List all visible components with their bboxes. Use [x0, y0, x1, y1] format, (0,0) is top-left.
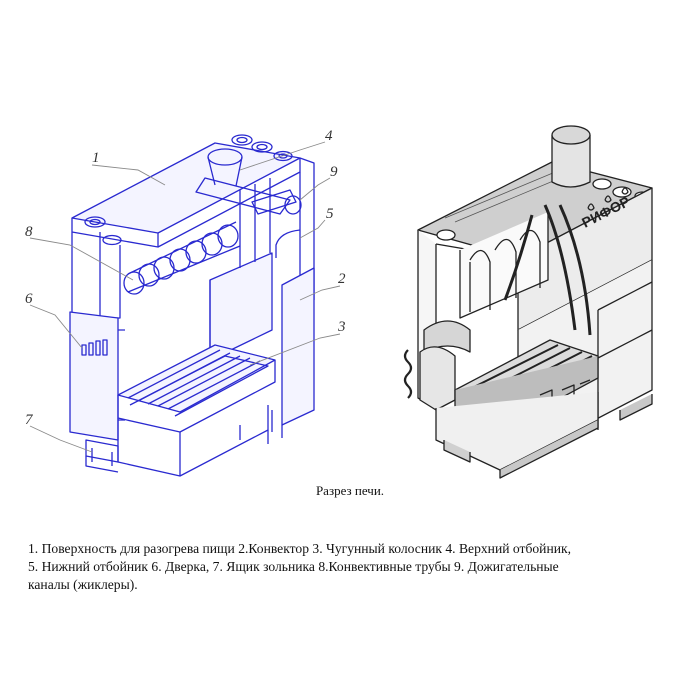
callout-9: 9 [330, 164, 338, 180]
callout-1: 1 [92, 150, 100, 166]
callout-2: 2 [338, 271, 346, 287]
callout-3: 3 [337, 319, 346, 335]
legend-text: 1. Поверхность для разогрева пищи 2.Конв… [28, 540, 688, 594]
convective-tubes [123, 221, 241, 295]
callout-7: 7 [25, 412, 34, 428]
callout-8: 8 [25, 224, 33, 240]
stove-cutaway-drawing: РИФОР [403, 125, 653, 479]
callout-4: 4 [325, 128, 333, 144]
stove-wireframe-drawing [69, 134, 315, 477]
leader-lines [29, 141, 341, 453]
legend-line-1: 1. Поверхность для разогрева пищи 2.Конв… [28, 541, 571, 556]
legend-line-2: 5. Нижний отбойник 6. Дверка, 7. Ящик зо… [28, 559, 559, 574]
callout-6: 6 [25, 291, 33, 307]
figure-caption: Разрез печи. [315, 483, 385, 498]
legend-line-3: каналы (жиклеры). [28, 577, 138, 592]
callout-5: 5 [326, 206, 334, 222]
callout-labels: 1 4 9 8 5 2 6 3 7 [25, 128, 346, 428]
